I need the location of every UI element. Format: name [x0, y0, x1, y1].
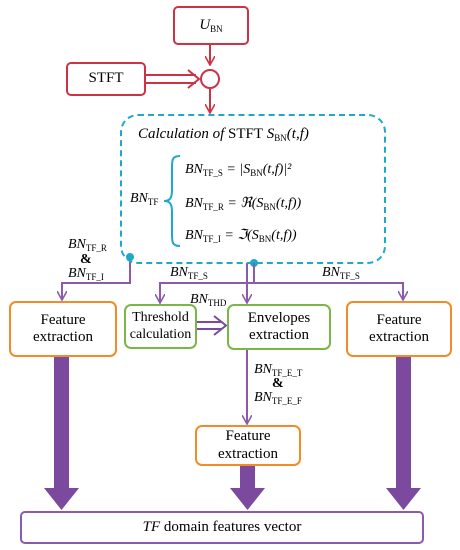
label-env-amp: & — [272, 376, 284, 391]
label-left-tf-r: BNTF_R — [68, 237, 107, 253]
stft-calculation-box — [120, 114, 386, 264]
ubn-subscript: BN — [210, 23, 223, 34]
label-env-tf-e-f: BNTF_E_F — [254, 390, 302, 406]
bntf-label: BNTF — [130, 191, 159, 207]
label-right-tf-s: BNTF_S — [322, 265, 360, 281]
summing-circle — [200, 69, 220, 89]
big-arrow-left — [44, 357, 79, 510]
thd-double-arrow — [197, 315, 228, 336]
calc-title: Calculation of STFT SBN(t,f) — [138, 126, 309, 143]
formula-real: BNTF_R = ℜ(SBN(t,f)) — [185, 196, 302, 212]
tf-features-vector-box: TF domain features vector — [20, 511, 424, 544]
left-branch-line — [62, 257, 131, 299]
formula-imaginary: BNTF_I = ℑ(SBN(t,f)) — [185, 228, 297, 244]
stft-box: STFT — [66, 62, 146, 96]
label-left-amp: & — [80, 252, 92, 267]
big-arrow-right — [386, 357, 421, 510]
right-feature-branch-line — [254, 282, 403, 299]
ubn-symbol: U — [199, 16, 211, 33]
stft-label: STFT — [88, 70, 124, 87]
threshold-branch-line — [160, 263, 255, 302]
label-env-tf-e-t: BNTF_E_T — [254, 362, 303, 378]
formula-brace — [163, 155, 181, 247]
ubn-source-box: UBN — [173, 6, 249, 45]
label-thd: BNTHD — [190, 292, 227, 308]
label-mid-tf-s: BNTF_S — [170, 265, 208, 281]
stft-double-arrow — [145, 69, 201, 89]
formula-magnitude: BNTF_S = |SBN(t,f)|² — [185, 162, 292, 178]
label-left-tf-i: BNTF_I — [68, 266, 104, 282]
big-arrow-center — [230, 466, 265, 510]
